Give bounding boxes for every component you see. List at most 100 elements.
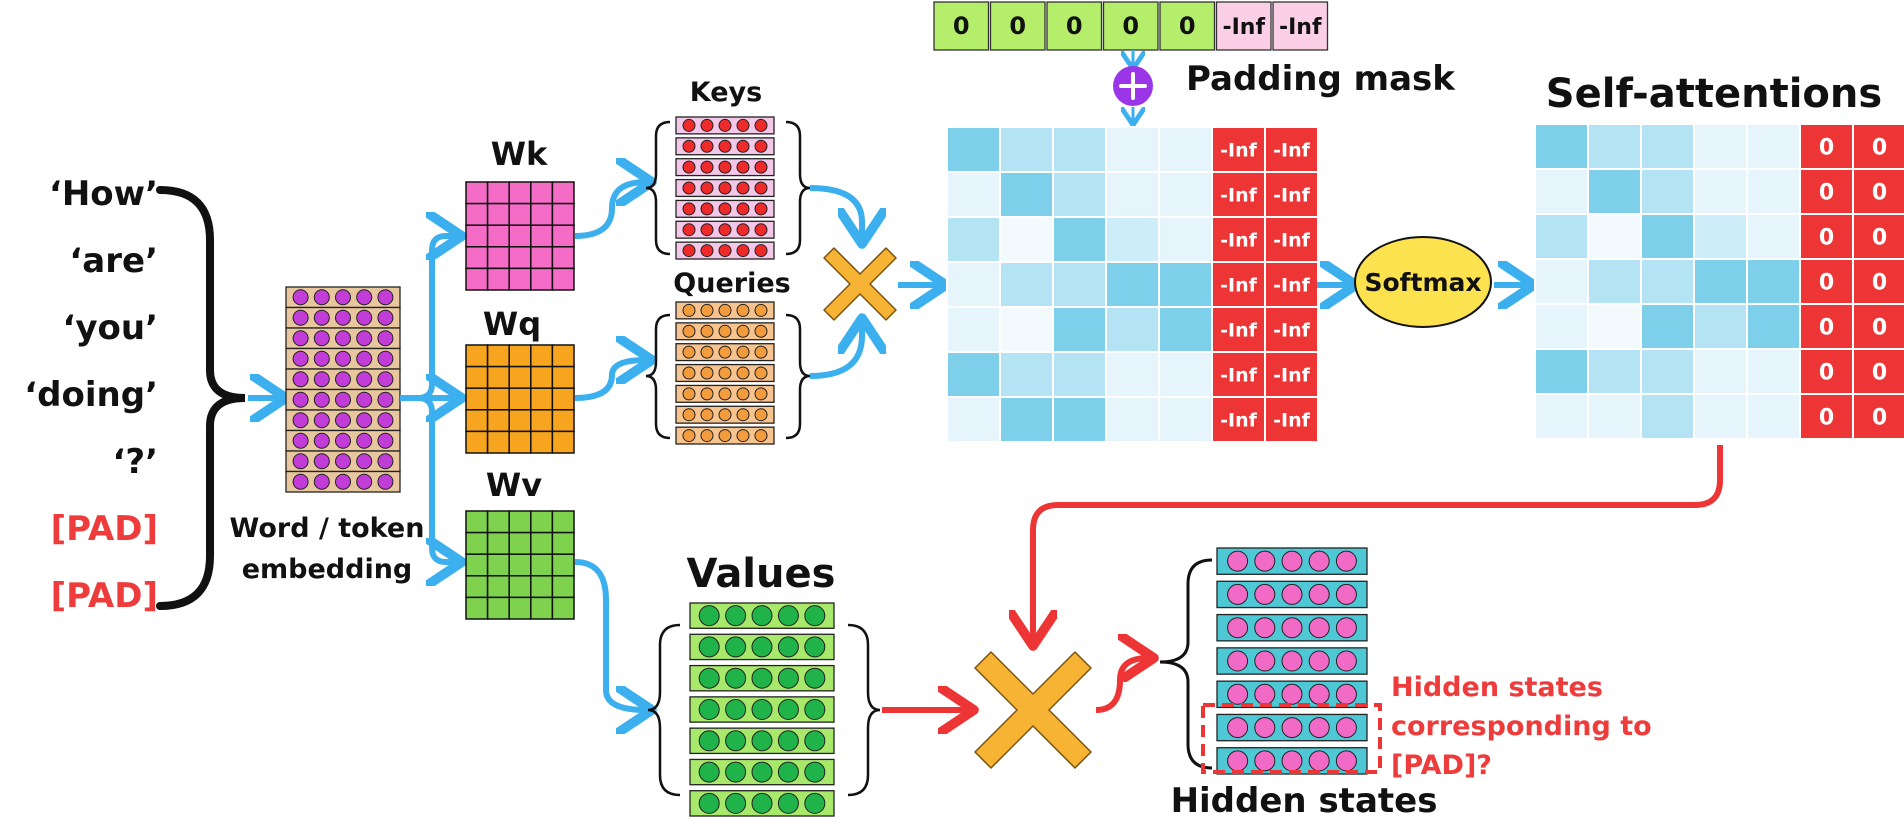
attn-masked-value: 0	[1819, 225, 1834, 250]
wv-cell	[551, 575, 575, 599]
score-cell	[1052, 126, 1107, 173]
padding-mask-label: Padding mask	[1186, 59, 1456, 99]
score-row: -Inf-Inf	[946, 261, 1319, 308]
arrow-wv-to-values	[574, 559, 646, 710]
mask-cell	[1046, 1, 1103, 51]
wv-cell	[508, 596, 532, 620]
query-row	[675, 363, 775, 383]
wk-cell	[486, 246, 510, 270]
value-row	[689, 790, 835, 817]
wq-cell	[465, 387, 489, 411]
attn-cell	[1746, 213, 1801, 260]
wq-cell	[530, 387, 554, 411]
attn-cell	[1640, 393, 1695, 440]
attn-masked-value: 0	[1872, 315, 1887, 340]
score-cell	[1158, 306, 1213, 353]
wv-cell	[465, 596, 489, 620]
attn-masked-cell	[1852, 348, 1904, 395]
token-you: ‘you’	[62, 308, 158, 348]
self-attentions-label: Self-attentions	[1546, 71, 1882, 117]
softmax-node	[1354, 236, 1492, 328]
score-row: -Inf-Inf	[946, 216, 1319, 263]
wq-matrix	[465, 344, 575, 454]
wv-cell	[530, 510, 554, 534]
score-masked-value: -Inf	[1273, 139, 1310, 161]
wk-cell	[465, 267, 489, 291]
score-cell	[1105, 171, 1160, 218]
score-masked-value: -Inf	[1220, 229, 1257, 251]
score-masked-cell	[1264, 396, 1319, 443]
score-masked-value: -Inf	[1220, 364, 1257, 386]
attn-cell	[1587, 303, 1642, 350]
score-masked-cell	[1211, 396, 1266, 443]
attn-masked-value: 0	[1819, 270, 1834, 295]
wv-cell	[465, 531, 489, 555]
wk-cell	[465, 246, 489, 270]
wk-cell	[530, 267, 554, 291]
attn-cell	[1587, 393, 1642, 440]
mask-value: 0	[1009, 12, 1026, 40]
token-are: ‘are’	[69, 241, 158, 281]
wk-cell	[508, 224, 532, 248]
score-cell	[946, 216, 1001, 263]
wq-cell	[508, 344, 532, 368]
score-row: -Inf-Inf	[946, 171, 1319, 218]
attn-masked-value: 0	[1819, 135, 1834, 160]
attn-cell	[1746, 258, 1801, 305]
wq-cell	[508, 430, 532, 454]
score-cell	[999, 216, 1054, 263]
wk-cell	[551, 202, 575, 226]
score-masked-cell	[1264, 351, 1319, 398]
score-cell	[1052, 306, 1107, 353]
score-cell	[1158, 261, 1213, 308]
wq-cell	[551, 344, 575, 368]
score-cell	[1052, 216, 1107, 263]
wv-cell	[551, 510, 575, 534]
score-cell	[1105, 261, 1160, 308]
attn-cell	[1746, 123, 1801, 170]
attn-cell	[1534, 258, 1589, 305]
score-masked-value: -Inf	[1273, 409, 1310, 431]
wk-cell	[530, 202, 554, 226]
attn-masked-value: 0	[1819, 405, 1834, 430]
arrow-wk-to-keys	[574, 182, 646, 239]
wk-cell	[530, 224, 554, 248]
hidden-state-row	[1216, 613, 1368, 642]
score-masked-cell	[1211, 171, 1266, 218]
score-cell	[946, 396, 1001, 443]
mask-value: 0	[1122, 12, 1139, 40]
attn-cell	[1640, 213, 1695, 260]
hidden-state-row	[1216, 580, 1368, 609]
mask-value: -Inf	[1279, 15, 1322, 40]
score-cell	[946, 351, 1001, 398]
hidden-states-matrix	[1216, 547, 1368, 775]
attn-cell	[1693, 303, 1748, 350]
score-cell	[1052, 261, 1107, 308]
attn-masked-cell	[1799, 168, 1854, 215]
score-cell	[1105, 351, 1160, 398]
wv-cell	[486, 531, 510, 555]
pad-question-line3: [PAD]?	[1391, 750, 1492, 781]
wk-cell	[551, 181, 575, 205]
wk-cell	[551, 224, 575, 248]
wq-cell	[486, 365, 510, 389]
attn-masked-value: 0	[1872, 225, 1887, 250]
score-masked-value: -Inf	[1273, 364, 1310, 386]
key-row	[675, 158, 775, 177]
mask-value: 0	[953, 12, 970, 40]
arrow-keys-to-multiply	[809, 185, 862, 238]
attn-cell	[1534, 393, 1589, 440]
embedding-row	[285, 347, 401, 370]
hidden-states-brace	[1159, 558, 1213, 770]
score-cell	[1158, 171, 1213, 218]
attn-masked-value: 0	[1872, 180, 1887, 205]
attn-cell	[1534, 303, 1589, 350]
score-row: -Inf-Inf	[946, 126, 1319, 173]
key-row	[675, 199, 775, 218]
wk-cell	[508, 181, 532, 205]
attn-cell	[1640, 123, 1695, 170]
